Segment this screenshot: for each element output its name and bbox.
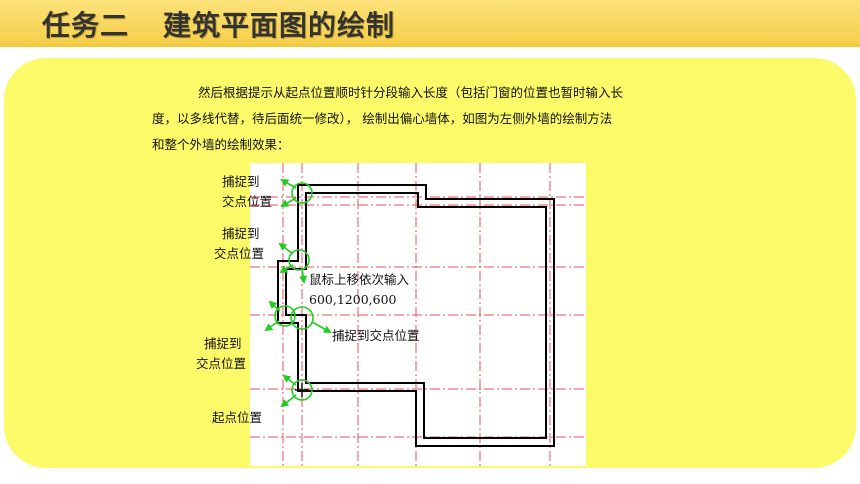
task-topic: 建筑平面图的绘制: [163, 9, 396, 42]
arrow-up-left: [268, 300, 281, 312]
arrow-down-right: [311, 321, 332, 333]
capture-label-2: 捕捉到 交点位置: [214, 224, 264, 264]
floor-plan-drawing: [250, 163, 586, 466]
capture-label-1-line2: 交点位置: [222, 194, 273, 209]
capture-label-4: 捕捉到 交点位置: [196, 334, 246, 374]
floor-plan-svg: [250, 163, 586, 466]
capture-circle: [291, 182, 313, 204]
start-crosshair: [295, 383, 309, 397]
capture-circle: [274, 305, 296, 327]
start-point-label: 起点位置: [212, 410, 263, 425]
capture-label-3: 捕捉到交点位置: [332, 328, 420, 343]
arrow-down-left: [280, 197, 297, 207]
arrow-down-left: [264, 320, 280, 332]
capture-label-4-line1: 捕捉到: [204, 336, 242, 351]
title-bar: 任务二建筑平面图的绘制: [0, 0, 860, 47]
wall-outer-line: [277, 184, 555, 447]
capture-circle: [290, 306, 314, 330]
move-up-label-line2: 600,1200,600: [309, 292, 397, 307]
capture-markers: [264, 179, 332, 408]
arrow-up-left: [278, 242, 294, 255]
paragraph-line-2: 度，以多线代替，待后面统一修改）， 绘制出偏心墙体，如图为左侧外墙的绘制方法: [152, 111, 613, 126]
arrow-down-left: [279, 264, 294, 274]
capture-label-1: 捕捉到 交点位置: [222, 172, 272, 212]
task-number: 任务二: [42, 9, 130, 42]
capture-label-2-line1: 捕捉到: [222, 226, 260, 241]
capture-label-4-line2: 交点位置: [196, 356, 247, 371]
instruction-paragraph: 然后根据提示从起点位置顺时针分段输入长度（包括门窗的位置也暂时输入长 度，以多线…: [152, 80, 712, 158]
move-up-label: 鼠标上移依次输入 600,1200,600: [309, 270, 409, 310]
capture-circle: [291, 379, 313, 401]
capture-label-2-line2: 交点位置: [214, 246, 265, 261]
capture-label-1-line1: 捕捉到: [222, 174, 260, 189]
arrow-down: [299, 267, 308, 284]
paragraph-line-1: 然后根据提示从起点位置顺时针分段输入长度（包括门窗的位置也暂时输入长: [198, 85, 624, 100]
arrow-down-left: [280, 394, 297, 408]
move-up-label-line1: 鼠标上移依次输入: [309, 272, 410, 287]
arrow-up-left: [280, 179, 297, 189]
slide-title: 任务二建筑平面图的绘制: [42, 4, 395, 44]
paragraph-line-3: 和整个外墙的绘制效果：: [152, 137, 290, 152]
capture-circle: [288, 249, 310, 271]
arrow-up-left: [282, 374, 297, 386]
